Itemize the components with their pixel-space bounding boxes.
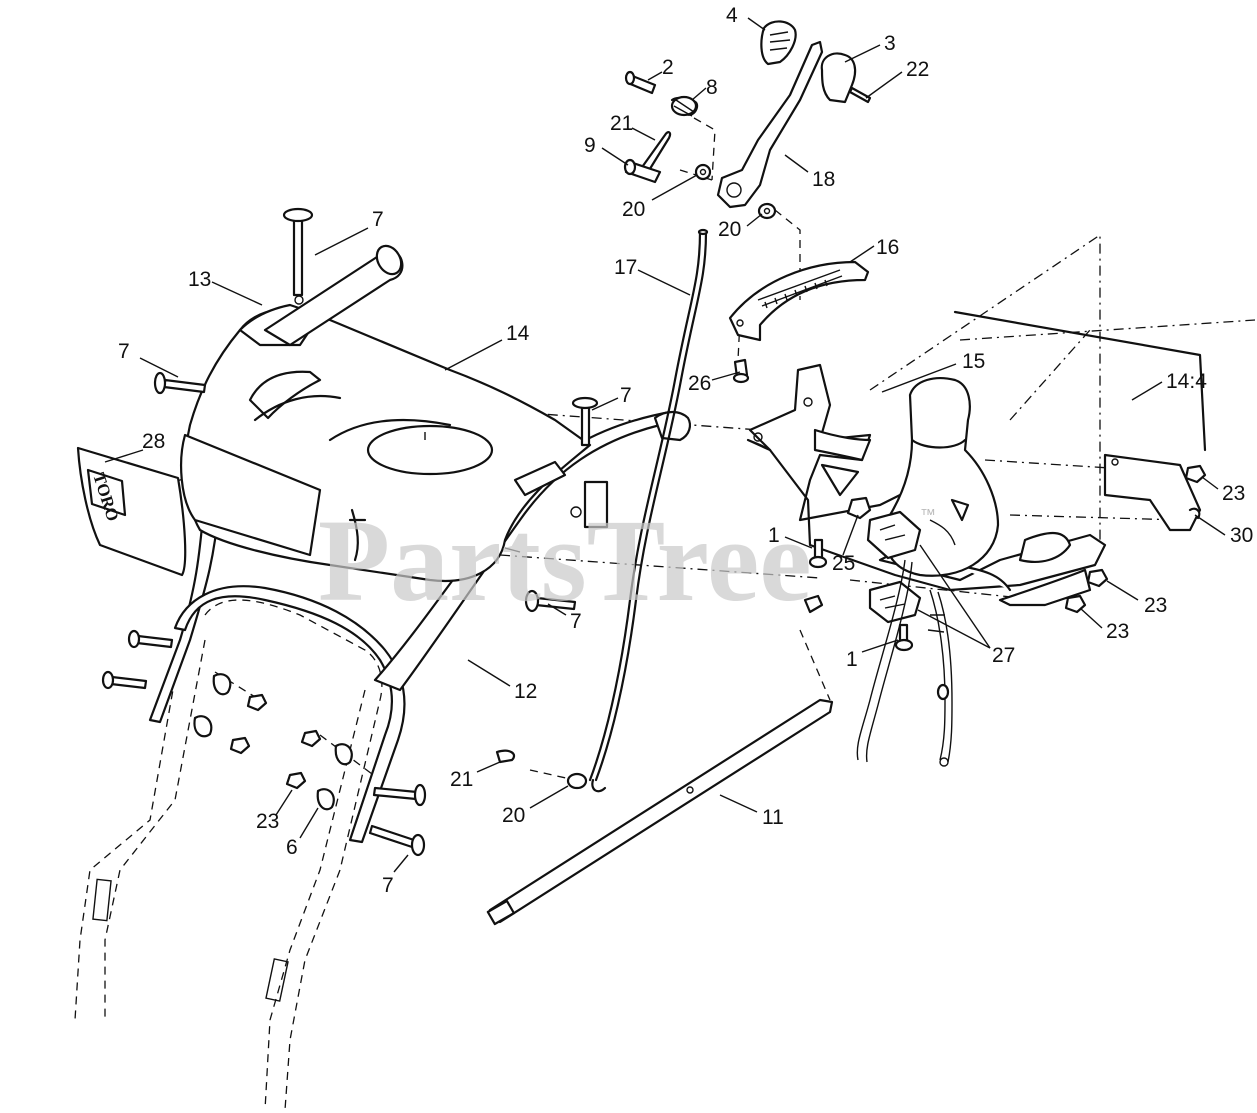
washers-nuts [193, 673, 353, 811]
bolts [101, 371, 599, 857]
callout-12: 12 [514, 680, 537, 703]
shift-rod [495, 228, 709, 793]
callout-6: 6 [286, 836, 298, 859]
callout-26: 26 [688, 372, 711, 395]
callout-21-top: 21 [610, 112, 633, 135]
callout-1-upper: 1 [768, 524, 780, 547]
callout-30: 30 [1230, 524, 1253, 547]
callout-1-lower: 1 [846, 648, 858, 671]
callout-23-right-top: 23 [1222, 482, 1245, 505]
callout-13: 13 [188, 268, 211, 291]
callout-14-4: 14:4 [1166, 370, 1207, 393]
handle-lower-dashed [74, 599, 383, 1111]
callout-9: 9 [584, 134, 596, 157]
callout-16: 16 [876, 236, 899, 259]
callout-2: 2 [662, 56, 674, 79]
toro-decal: TORO [76, 446, 187, 577]
callout-7-top: 7 [372, 208, 384, 231]
callout-23-bottom: 23 [256, 810, 279, 833]
callout-7-bottom: 7 [382, 874, 394, 897]
callout-28: 28 [142, 430, 165, 453]
callout-20-top-left: 20 [622, 198, 645, 221]
callout-7-left: 7 [118, 340, 130, 363]
pivot-rod [486, 698, 834, 926]
callout-8: 8 [706, 76, 718, 99]
watermark-trademark: ™ [920, 507, 936, 524]
top-tube [263, 207, 404, 347]
watermark-text: PartsTree [318, 495, 812, 626]
leader-lines [104, 17, 1226, 873]
callout-labels: 4 3 22 2 8 21 9 18 20 20 16 17 7 13 14 7… [118, 4, 1253, 897]
callout-14: 14 [506, 322, 530, 345]
chute-bracket [746, 310, 1207, 767]
callout-23-right-mid: 23 [1144, 594, 1167, 617]
callout-21-bottom: 21 [450, 768, 473, 791]
callout-17: 17 [614, 256, 637, 279]
callout-22: 22 [906, 58, 929, 81]
callout-7-center: 7 [620, 384, 632, 407]
callout-3: 3 [884, 32, 896, 55]
callout-4: 4 [726, 4, 738, 27]
callout-20-top-right: 20 [718, 218, 741, 241]
callout-25: 25 [832, 552, 855, 575]
shift-lever-assembly [623, 20, 872, 384]
callout-11: 11 [762, 806, 784, 829]
callout-7-mid: 7 [570, 610, 582, 633]
callout-18: 18 [812, 168, 835, 191]
callout-15: 15 [962, 350, 985, 373]
callout-27: 27 [992, 644, 1015, 667]
callout-23-right-low: 23 [1106, 620, 1129, 643]
upper-handle [148, 410, 691, 844]
callout-20-bottom: 20 [502, 804, 525, 827]
